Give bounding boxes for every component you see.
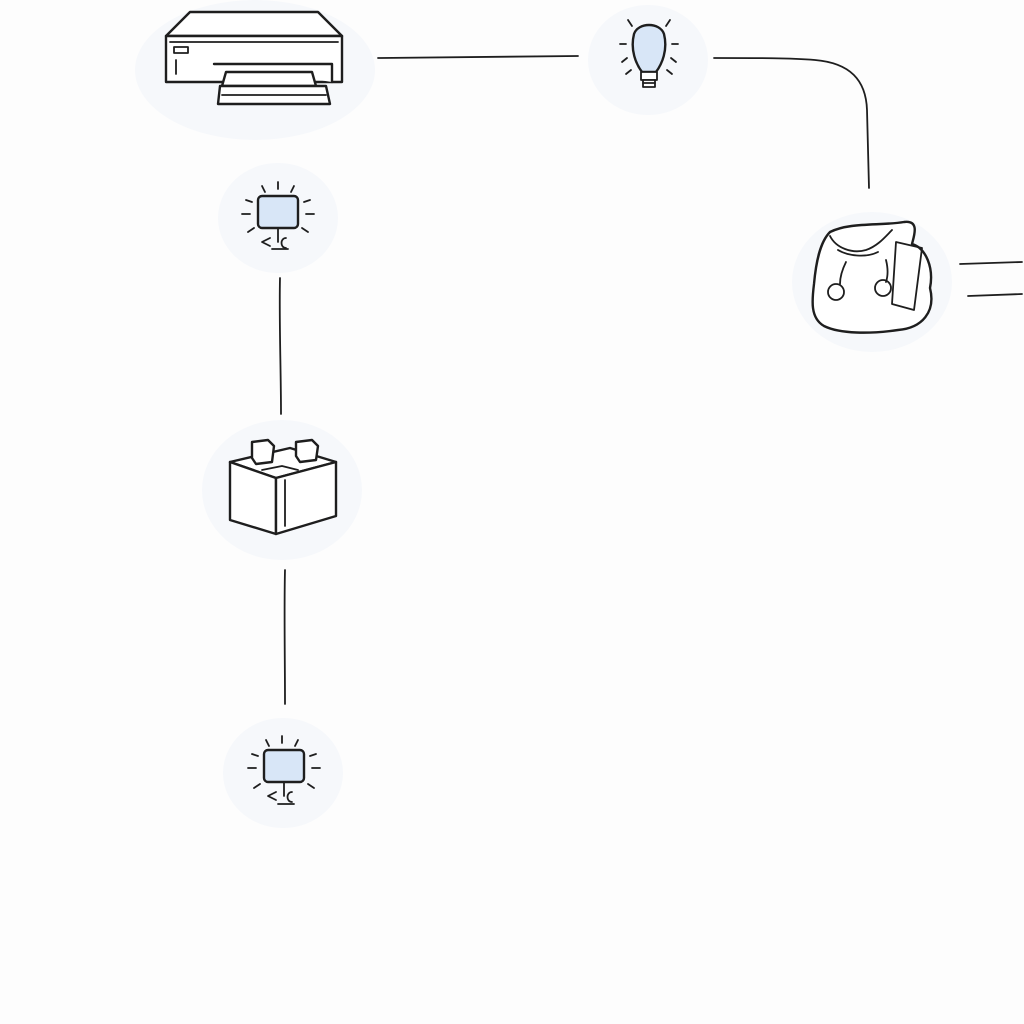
monitor-bottom-icon [247, 735, 321, 805]
connector-bag-right-1 [959, 261, 1023, 265]
box-icon [228, 438, 338, 536]
connector-bag-right-2 [967, 293, 1023, 297]
connectors [278, 55, 1023, 705]
connector-lightbulb-bag [713, 57, 870, 189]
icon-halos [135, 0, 952, 828]
printer-icon [164, 10, 344, 106]
monitor-top-icon [241, 181, 315, 250]
connector-printer-lightbulb [377, 55, 579, 59]
bag-icon [811, 220, 933, 334]
lightbulb-icon [619, 19, 679, 88]
connector-monitor-box [278, 277, 282, 415]
